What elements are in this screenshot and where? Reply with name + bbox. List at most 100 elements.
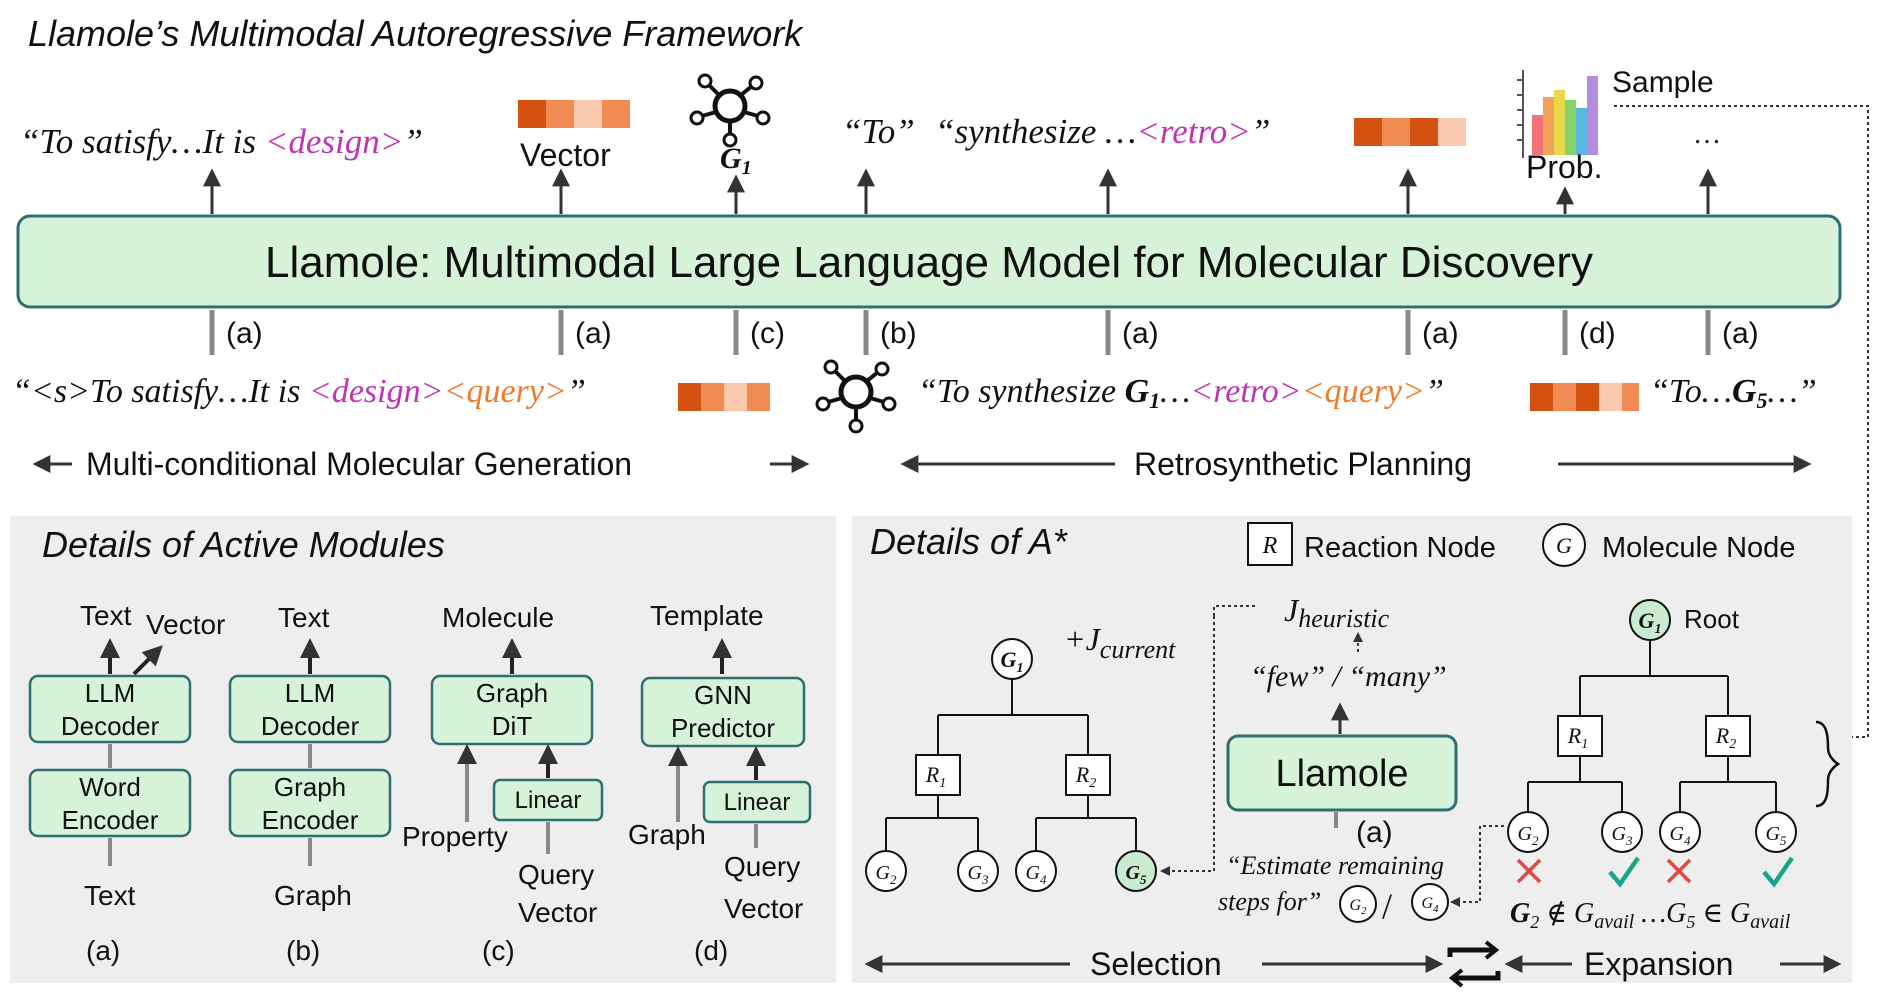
selection-tree — [885, 679, 1137, 851]
svg-text:G3: G3 — [1612, 823, 1633, 848]
svg-text:G4: G4 — [1026, 862, 1047, 887]
module-c-input-property: Property — [402, 821, 508, 852]
estimate-g2-node — [1339, 885, 1377, 923]
exp-node-g1 — [1629, 599, 1671, 641]
estimate-line-2: steps for” — [1218, 887, 1321, 916]
expansion-tree — [1527, 640, 1777, 812]
svg-text:Linear: Linear — [724, 789, 791, 816]
svg-text:LLM: LLM — [85, 678, 136, 708]
modules-panel — [10, 516, 836, 983]
input-molecule-icon — [817, 361, 895, 432]
svg-text:G4: G4 — [1421, 895, 1439, 915]
legend-molecule-label: Molecule Node — [1602, 532, 1795, 564]
legend-molecule-node — [1542, 523, 1586, 567]
sel-node-g5 — [1115, 850, 1157, 892]
svg-text:GNN: GNN — [694, 680, 752, 710]
svg-text:G2: G2 — [876, 862, 897, 887]
root-label: Root — [1684, 604, 1740, 634]
module-d-input-vector: Vector — [724, 893, 803, 924]
arrow-label-3: (c) — [750, 317, 785, 350]
output-prob-label: Prob. — [1526, 149, 1602, 185]
output-text-to: “To” — [842, 112, 915, 151]
svg-text:Predictor: Predictor — [671, 713, 775, 743]
probability-histogram-icon — [1517, 70, 1598, 158]
svg-text:Decoder: Decoder — [261, 711, 360, 741]
module-b-graph-encoder — [228, 768, 392, 838]
llamole-model-bar — [16, 214, 1842, 309]
module-c-output: Molecule — [442, 602, 554, 633]
output-text-synthesize: “synthesize …<retro>” — [935, 112, 1270, 151]
expansion-nodes: G1 Root R1 R2 G2 G3 G4 G5 — [1507, 599, 1797, 853]
estimate-line-1: “Estimate remaining — [1226, 851, 1444, 880]
j5-link — [1160, 616, 1215, 876]
astar-llamole-box — [1226, 734, 1458, 812]
cross-icon-g2 — [1516, 858, 1542, 884]
expansion-label: Expansion — [1584, 946, 1733, 982]
module-c: Molecule Graph DiT Linear Property Query… — [402, 602, 604, 966]
input-vector-icon — [678, 383, 770, 411]
svg-text:Linear: Linear — [515, 787, 582, 814]
generation-section-label: Multi-conditional Molecular Generation — [86, 446, 632, 482]
svg-text:G2: G2 — [1518, 823, 1539, 848]
estimate-slash: / — [1382, 886, 1392, 926]
exp-node-r1 — [1557, 715, 1603, 757]
svg-text:R2: R2 — [1715, 723, 1736, 752]
svg-text:R: R — [1262, 533, 1278, 559]
module-b-label: (b) — [286, 935, 320, 966]
svg-text:Word: Word — [79, 772, 141, 802]
few-many-label: “few” / “many” — [1250, 660, 1447, 693]
legend-reaction-label: Reaction Node — [1304, 532, 1496, 564]
output-vector-icon-2 — [1354, 118, 1466, 146]
module-b-output-text: Text — [278, 602, 330, 633]
output-vector-label: Vector — [520, 137, 611, 173]
cross-icon-g4 — [1666, 858, 1692, 884]
modules-panel-title: Details of Active Modules — [42, 524, 445, 565]
svg-text:R1: R1 — [925, 762, 946, 791]
svg-text:Encoder: Encoder — [62, 805, 159, 835]
module-d: Template GNN Predictor Linear Graph Quer… — [628, 600, 812, 966]
astar-panel-title: Details of A* — [870, 521, 1068, 562]
svg-text:G1: G1 — [1001, 647, 1024, 676]
arrow-label-4: (b) — [880, 317, 917, 350]
exp-node-g2 — [1507, 811, 1549, 853]
module-b-llm-decoder — [228, 674, 392, 744]
module-b: Text LLM Decoder Graph Encoder Graph (b) — [228, 602, 392, 966]
sel-node-g1 — [991, 638, 1033, 680]
sel-node-g2 — [865, 850, 907, 892]
j-heuristic-label: Jheuristic — [1284, 592, 1390, 633]
expansion-brace — [1815, 720, 1841, 808]
module-d-linear — [702, 780, 812, 824]
svg-text:G3: G3 — [968, 862, 989, 887]
sel-node-r2 — [1065, 754, 1111, 796]
svg-text:Encoder: Encoder — [262, 805, 359, 835]
input-vector-icon-2 — [1530, 383, 1639, 411]
arrow-labels: (a) (a) (c) (b) (a) (a) (d) (a) — [226, 317, 1759, 350]
module-a-output-vector: Vector — [146, 609, 225, 640]
astar-a-label: (a) — [1356, 816, 1393, 849]
output-text-design: “To satisfy…It is <design>” — [20, 122, 423, 161]
input-text-synthesize: “To synthesize G1…<retro><query>” — [918, 373, 1444, 413]
module-a-label: (a) — [86, 935, 120, 966]
svg-text:LLM: LLM — [285, 678, 336, 708]
module-c-linear — [492, 778, 604, 822]
module-c-label: (c) — [482, 935, 515, 966]
availability-statement: G2 ∉ Gavail …G5 ∈ Gavail — [1510, 898, 1791, 933]
arrow-label-1: (a) — [226, 317, 263, 350]
svg-text:DiT: DiT — [492, 711, 533, 741]
exp-node-g5 — [1755, 811, 1797, 853]
module-a-word-encoder — [28, 768, 192, 838]
exp-node-g3 — [1601, 811, 1643, 853]
selection-label: Selection — [1090, 946, 1222, 982]
svg-text:G1: G1 — [1639, 608, 1662, 637]
g2g4-estimate-link — [1450, 825, 1504, 907]
sel-node-r1 — [915, 754, 961, 796]
retro-section-label: Retrosynthetic Planning — [1134, 446, 1472, 482]
output-vector-icon — [518, 100, 630, 128]
output-arrows — [203, 168, 1717, 214]
astar-legend: R Reaction Node G Molecule Node — [1247, 522, 1795, 567]
sel-node-g3 — [957, 850, 999, 892]
module-d-output: Template — [650, 600, 764, 631]
arrow-label-6: (a) — [1422, 317, 1459, 350]
svg-text:R1: R1 — [1567, 723, 1588, 752]
